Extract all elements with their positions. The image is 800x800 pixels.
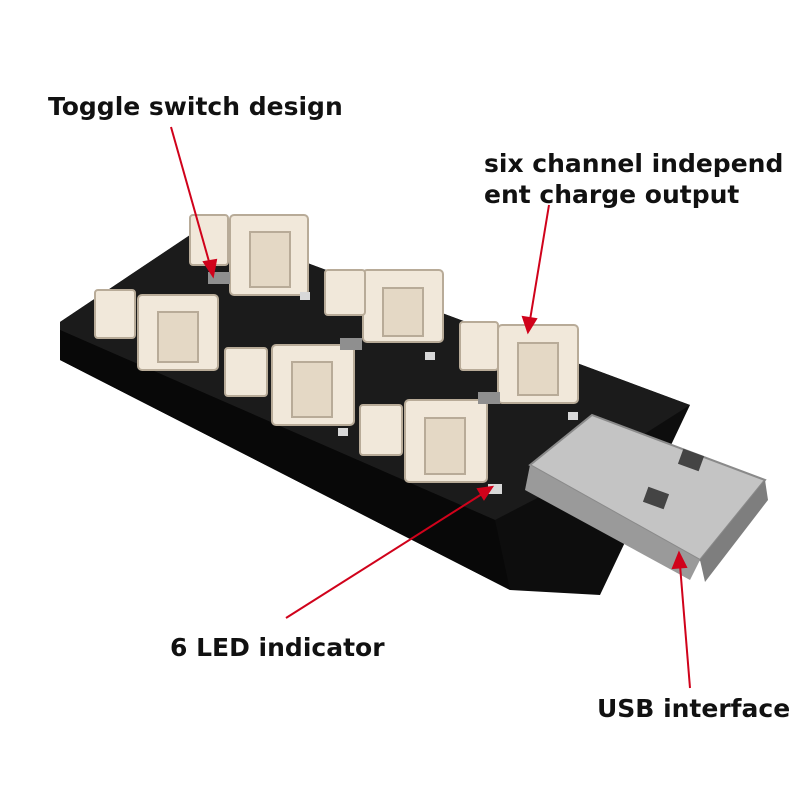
- toggle-arrow-head: [202, 258, 218, 279]
- six-channel-arrow-head: [521, 315, 538, 335]
- usb-plug: [525, 413, 768, 582]
- toggle-arrow-line: [170, 126, 211, 266]
- charge-connectors: [94, 214, 579, 483]
- six-channel-arrow-line: [529, 204, 550, 321]
- toggle-switches: [208, 272, 500, 404]
- led-indicator-label: 6 LED indicator: [170, 633, 385, 662]
- usb-arrow-head: [671, 550, 688, 570]
- six-channel-label: six channel independ ent charge output: [484, 148, 783, 210]
- annotation-arrows: [170, 126, 691, 689]
- led-indicators: [300, 292, 578, 494]
- usb-interface-label: USB interface: [597, 694, 791, 723]
- six-channel-label-line2: ent charge output: [484, 180, 740, 209]
- led-arrow-line: [285, 493, 483, 619]
- led-arrow-head: [476, 485, 495, 501]
- usb-arrow-line: [679, 564, 691, 689]
- six-channel-label-line1: six channel independ: [484, 149, 784, 178]
- toggle-switch-label: Toggle switch design: [48, 92, 343, 121]
